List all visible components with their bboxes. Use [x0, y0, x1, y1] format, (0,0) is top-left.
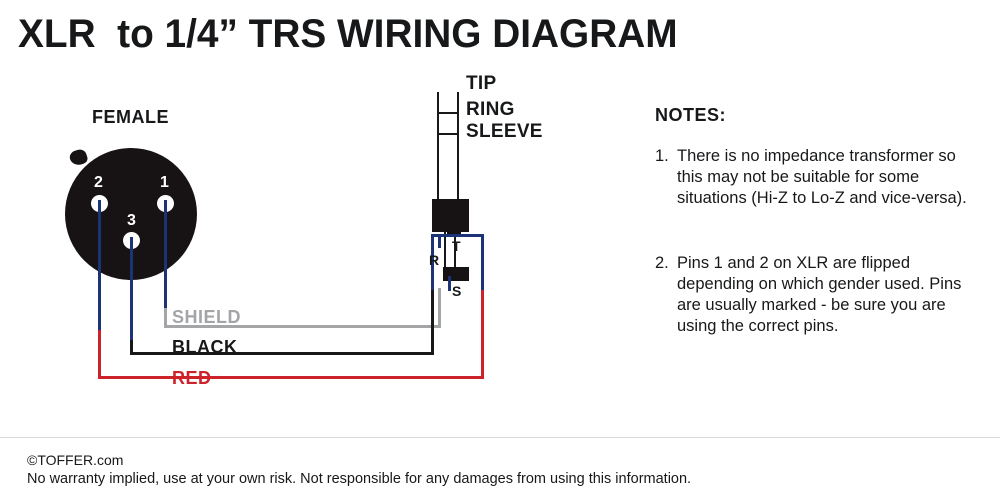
trs-lug-label-t: T	[452, 238, 461, 254]
wire-red-left-vertical	[98, 330, 101, 378]
wire-black-left-vertical	[130, 340, 133, 355]
trs-label-ring: RING	[466, 99, 515, 120]
note-item: 2. Pins 1 and 2 on XLR are flipped depen…	[655, 253, 985, 337]
wire-blue-sleeve-stub	[448, 276, 451, 291]
note-text: Pins 1 and 2 on XLR are flipped dependin…	[677, 254, 962, 335]
trs-plug-shaft	[437, 92, 459, 199]
wire-red-right-vertical	[481, 288, 484, 379]
page-title: XLR to 1/4” TRS WIRING DIAGRAM	[18, 12, 678, 56]
wire-red-horizontal	[98, 376, 484, 379]
trs-label-tip: TIP	[466, 73, 497, 94]
trs-plug-barrel	[432, 199, 469, 232]
note-number: 1.	[655, 147, 669, 165]
trs-lug-sleeve	[443, 267, 469, 281]
notes-heading: NOTES:	[655, 105, 727, 125]
wire-shield-horizontal	[164, 325, 441, 328]
wire-shield-right-vertical	[438, 288, 441, 328]
wire-blue-pin3-drop	[130, 237, 133, 344]
xlr-pin-number-2: 2	[94, 174, 103, 191]
disclaimer-text: No warranty implied, use at your own ris…	[27, 471, 692, 487]
trs-ring-band-lower	[437, 133, 459, 135]
wire-black-right-vertical	[431, 288, 434, 355]
wire-blue-ring-vertical	[431, 234, 434, 290]
wire-blue-tip-lug-stub	[438, 236, 441, 248]
note-number: 2.	[655, 254, 669, 272]
trs-ring-band-upper	[437, 112, 459, 114]
wire-label-shield: SHIELD	[172, 307, 242, 327]
xlr-pin-number-3: 3	[127, 212, 136, 229]
xlr-gender-label: FEMALE	[92, 107, 169, 127]
wire-blue-tip-vertical	[481, 234, 484, 290]
trs-lug-label-r: R	[429, 252, 440, 268]
copyright-text: ©TOFFER.com	[27, 452, 124, 468]
wire-label-black: BLACK	[172, 337, 238, 357]
note-item: 1. There is no impedance transformer so …	[655, 146, 985, 209]
footer-divider	[0, 437, 1000, 438]
trs-lug-label-s: S	[452, 283, 462, 299]
trs-plug-neck	[444, 232, 456, 276]
wire-blue-pin2-drop	[98, 200, 101, 334]
trs-lug-tip	[447, 228, 461, 236]
note-text: There is no impedance transformer so thi…	[677, 147, 967, 207]
trs-label-sleeve: SLEEVE	[466, 121, 543, 142]
wire-blue-pin1-drop	[164, 200, 167, 312]
wire-shield-left-vertical	[164, 308, 167, 328]
wire-blue-plug-top-horizontal	[431, 234, 483, 237]
wire-black-horizontal	[130, 352, 434, 355]
xlr-pin-number-1: 1	[160, 174, 169, 191]
wire-label-red: RED	[172, 368, 212, 388]
